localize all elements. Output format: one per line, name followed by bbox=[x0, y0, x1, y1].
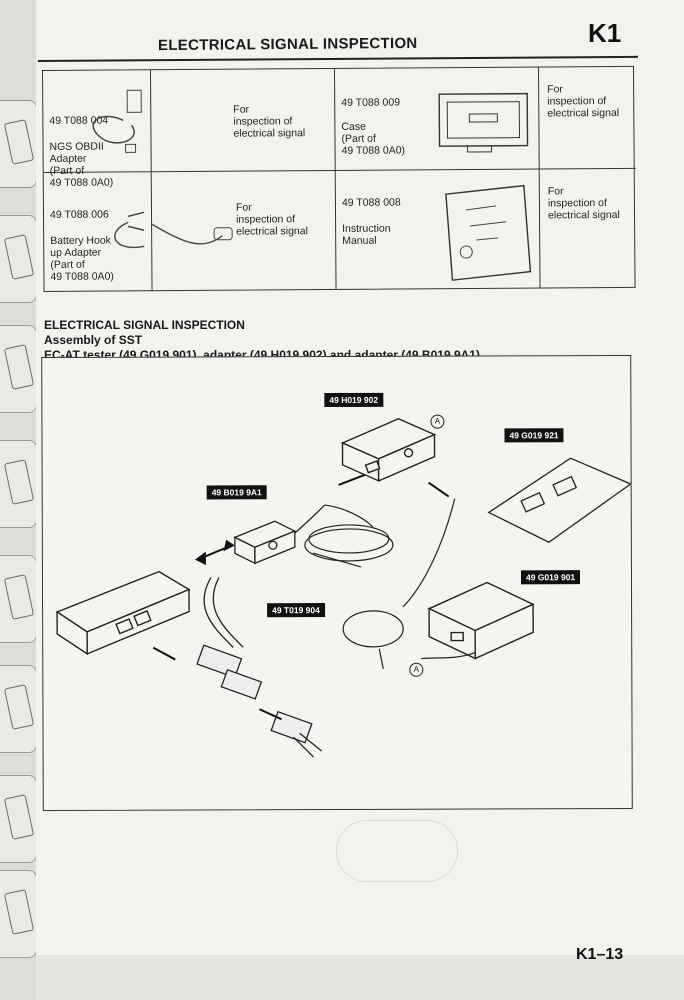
purpose-line: For bbox=[547, 83, 563, 96]
label-49-b019-9a1: 49 B019 9A1 bbox=[206, 485, 267, 500]
overlay-g019-921 bbox=[487, 457, 632, 544]
purpose-text: For inspection of electrical signal bbox=[547, 83, 620, 120]
index-tab bbox=[0, 440, 37, 528]
section-heading: ELECTRICAL SIGNAL INSPECTION bbox=[44, 318, 245, 332]
sst-cell-image: 49 T088 008 Instruction Manual bbox=[335, 169, 541, 289]
purpose-line: inspection of bbox=[547, 197, 607, 210]
page-bottom-edge bbox=[36, 955, 684, 1000]
purpose-line: For bbox=[547, 185, 564, 198]
part-number: 49 T088 009 bbox=[341, 96, 401, 109]
section-code: K1 bbox=[588, 18, 622, 48]
battery-hook-adapter-illustration bbox=[114, 211, 145, 249]
sst-cell-image: 49 T088 004 NGS OBDII Adapter (Part of 4… bbox=[43, 70, 152, 189]
sst-cell-purpose: For inspection of electrical signal bbox=[151, 68, 336, 173]
purpose-line: electrical signal bbox=[236, 225, 308, 238]
purpose-line: For bbox=[235, 201, 252, 214]
adapter-h019-902 bbox=[340, 418, 437, 482]
show-through-artifact bbox=[336, 820, 458, 882]
label-49-h019-902: 49 H019 902 bbox=[324, 392, 384, 408]
label-49-g019-921: 49 G019 921 bbox=[504, 428, 564, 443]
purpose-line: For bbox=[233, 103, 250, 116]
side-index-tabs bbox=[0, 0, 40, 1000]
assembly-illustration bbox=[55, 418, 632, 758]
ec-at-tester-g019-901 bbox=[427, 581, 535, 660]
obdii-adapter-illustration bbox=[92, 89, 142, 153]
section-subheading: Assembly of SST bbox=[44, 333, 143, 347]
component-thumbnail-icon bbox=[3, 234, 35, 280]
component-thumbnail-icon bbox=[3, 344, 35, 390]
sst-cell-image: 49 T088 006 Battery Hook up Adapter (Par… bbox=[43, 172, 153, 291]
tester-cable bbox=[342, 498, 476, 669]
component-thumbnail-icon bbox=[3, 574, 35, 620]
label-49-t019-904: 49 T019 904 bbox=[267, 603, 325, 618]
sst-cell-purpose: For inspection of electrical signal bbox=[538, 66, 636, 170]
page-number: K1–13 bbox=[576, 946, 624, 963]
purpose-line: electrical signal bbox=[233, 127, 306, 140]
index-tab bbox=[0, 665, 37, 753]
component-thumbnail-icon bbox=[3, 459, 35, 505]
part-name-line: (Part of bbox=[341, 132, 376, 145]
sst-cell-purpose: For inspection of electrical signal bbox=[540, 169, 637, 288]
component-thumbnail-icon bbox=[3, 684, 35, 730]
part-number: 49 T088 008 bbox=[341, 196, 401, 209]
sst-cell-purpose: For inspection of electrical signal bbox=[151, 170, 337, 291]
index-tab bbox=[0, 555, 37, 643]
index-tab bbox=[0, 870, 37, 958]
assembly-diagram: 49 H019 902 49 G019 921 49 B019 9A1 49 G… bbox=[41, 354, 633, 812]
case-illustration bbox=[438, 92, 529, 153]
cable bbox=[294, 504, 326, 534]
sst-cell-image: 49 T088 009 Case (Part of 49 T088 0A0) bbox=[334, 67, 540, 171]
index-tab bbox=[0, 100, 37, 188]
control-unit-box bbox=[55, 570, 191, 656]
component-thumbnail-icon bbox=[3, 794, 35, 840]
connection-arrows bbox=[152, 473, 450, 721]
purpose-line: inspection of bbox=[236, 213, 296, 226]
component-thumbnail-icon bbox=[3, 119, 35, 165]
purpose-text: For inspection of electrical signal bbox=[547, 185, 620, 222]
purpose-text: For inspection of electrical signal bbox=[233, 103, 305, 140]
reference-marker-a: A bbox=[409, 662, 424, 677]
index-tab bbox=[0, 325, 37, 413]
part-name-line: Case bbox=[341, 120, 366, 133]
reference-marker-a: A bbox=[430, 414, 445, 429]
purpose-line: electrical signal bbox=[547, 208, 620, 222]
part-name-line: Manual bbox=[342, 234, 377, 247]
page-title: ELECTRICAL SIGNAL INSPECTION bbox=[157, 34, 418, 55]
part-name: Instruction Manual bbox=[342, 223, 391, 247]
purpose-line: electrical signal bbox=[547, 106, 620, 120]
index-tab bbox=[0, 215, 37, 303]
adapter-b019-9a1 bbox=[233, 520, 297, 565]
sst-table: 49 T088 004 NGS OBDII Adapter (Part of 4… bbox=[42, 65, 637, 292]
index-tab bbox=[0, 775, 37, 863]
coiled-cable bbox=[304, 504, 394, 568]
battery-hook-cable-illustration bbox=[151, 223, 233, 245]
part-name-line: Instruction bbox=[342, 222, 391, 235]
part-name-line: 49 T088 0A0) bbox=[341, 144, 406, 157]
instruction-manual-illustration bbox=[445, 184, 532, 281]
purpose-line: inspection of bbox=[233, 115, 293, 128]
purpose-text: For inspection of electrical signal bbox=[236, 201, 308, 238]
label-49-g019-901: 49 G019 901 bbox=[520, 570, 581, 585]
component-thumbnail-icon bbox=[3, 889, 35, 935]
part-name: Case (Part of 49 T088 0A0) bbox=[341, 120, 406, 157]
purpose-line: inspection of bbox=[547, 95, 607, 108]
